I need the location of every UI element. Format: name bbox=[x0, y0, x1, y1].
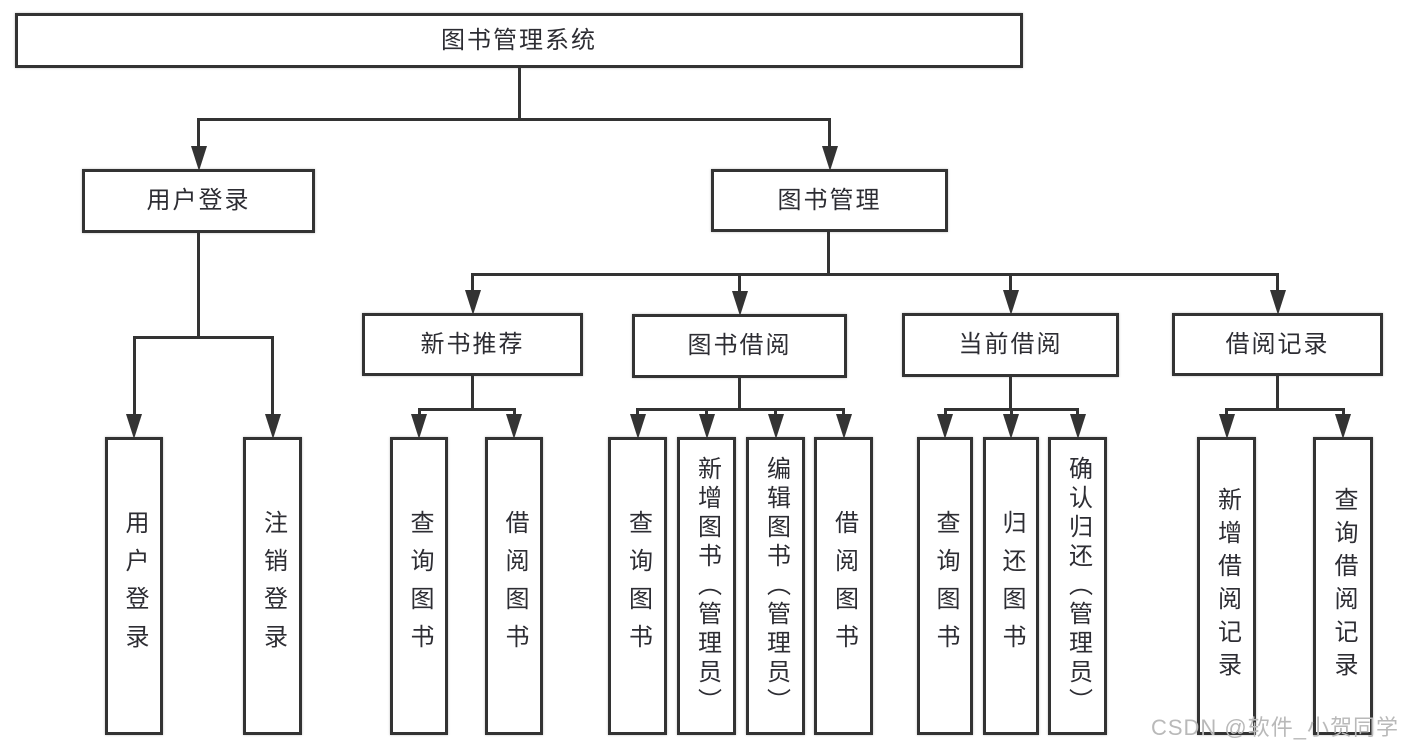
arrow-down-icon bbox=[1003, 414, 1019, 439]
diagram-node-label: 归还图书 bbox=[998, 510, 1025, 662]
arrow-down-icon bbox=[1269, 290, 1286, 315]
arrow-down-icon bbox=[411, 414, 427, 439]
diagram-node-leaf-logout: 注销登录 bbox=[243, 437, 302, 735]
diagram-node-borrow-records: 借阅记录 bbox=[1172, 313, 1383, 376]
diagram-node-label: 查询图书 bbox=[624, 510, 652, 662]
connector-line bbox=[132, 336, 136, 415]
connector-line bbox=[1009, 408, 1013, 415]
connector-line bbox=[197, 232, 200, 339]
diagram-node-label: 查询借阅记录 bbox=[1330, 487, 1357, 685]
diagram-node-leaf-add-book-admin: 新增图书（管理员） bbox=[677, 437, 736, 735]
diagram-node-label: 用户登录 bbox=[121, 510, 148, 662]
diagram-node-leaf-return-book: 归还图书 bbox=[983, 437, 1039, 735]
diagram-node-leaf-query-book-1: 查询图书 bbox=[390, 437, 448, 735]
diagram-node-label: 借阅记录 bbox=[1225, 330, 1330, 358]
connector-line bbox=[738, 273, 741, 292]
arrow-down-icon bbox=[767, 414, 784, 439]
diagram-node-label: 借阅图书 bbox=[501, 510, 528, 662]
connector-line bbox=[826, 231, 830, 276]
diagram-node-book-mgmt: 图书管理 bbox=[711, 169, 948, 232]
connector-line bbox=[417, 408, 421, 415]
watermark: CSDN @软件_小贺同学 bbox=[1150, 715, 1399, 740]
arrow-down-icon bbox=[731, 291, 748, 316]
connector-line bbox=[774, 408, 777, 415]
connector-line bbox=[1076, 408, 1079, 415]
diagram-node-label: 图书借阅 bbox=[687, 332, 792, 359]
arrow-down-icon bbox=[835, 414, 852, 439]
arrow-down-icon bbox=[190, 146, 207, 171]
connector-line bbox=[471, 375, 474, 411]
diagram-node-leaf-borrow-book-2: 借阅图书 bbox=[814, 437, 873, 735]
arrow-down-icon bbox=[1002, 290, 1019, 315]
connector-line bbox=[1225, 408, 1228, 415]
connector-line bbox=[636, 408, 639, 415]
diagram-node-leaf-query-book-2: 查询图书 bbox=[608, 437, 667, 735]
connector-line bbox=[1276, 375, 1279, 411]
connector-line bbox=[517, 67, 521, 121]
diagram-node-label: 新书推荐 bbox=[420, 330, 525, 358]
connector-line bbox=[636, 408, 845, 411]
connector-line bbox=[417, 408, 516, 411]
arrow-down-icon bbox=[821, 146, 838, 171]
diagram-node-leaf-query-book-3: 查询图书 bbox=[917, 437, 973, 735]
connector-line bbox=[271, 336, 274, 415]
arrow-down-icon bbox=[937, 414, 953, 439]
arrow-down-icon bbox=[126, 414, 142, 439]
diagram-node-label: 新增借阅记录 bbox=[1213, 487, 1241, 685]
arrow-down-icon bbox=[629, 414, 646, 439]
connector-line bbox=[512, 408, 516, 415]
connector-line bbox=[1009, 376, 1012, 411]
diagram-node-label: 用户登录 bbox=[146, 187, 251, 214]
diagram-node-user-login: 用户登录 bbox=[82, 169, 315, 233]
diagram-node-book-borrow: 图书借阅 bbox=[632, 314, 847, 378]
connector-line bbox=[1341, 408, 1345, 415]
diagram-node-label: 确认归还（管理员） bbox=[1064, 455, 1092, 717]
connector-line bbox=[197, 118, 200, 147]
arrow-down-icon bbox=[264, 414, 281, 439]
connector-line bbox=[842, 408, 845, 415]
diagram-node-leaf-user-login: 用户登录 bbox=[105, 437, 163, 735]
connector-line bbox=[471, 273, 1279, 276]
diagram-node-new-book-rec: 新书推荐 bbox=[362, 313, 583, 376]
connector-line bbox=[132, 336, 274, 339]
arrow-down-icon bbox=[464, 290, 481, 315]
diagram-node-leaf-query-borrow-record: 查询借阅记录 bbox=[1313, 437, 1373, 735]
connector-line bbox=[197, 118, 831, 121]
arrow-down-icon bbox=[1335, 414, 1351, 439]
arrow-down-icon bbox=[506, 414, 522, 439]
diagram-node-leaf-add-borrow-record: 新增借阅记录 bbox=[1197, 437, 1256, 735]
diagram-node-root: 图书管理系统 bbox=[15, 13, 1023, 68]
connector-line bbox=[828, 118, 831, 147]
connector-line bbox=[1276, 273, 1279, 291]
connector-line bbox=[738, 377, 741, 411]
connector-line bbox=[1225, 408, 1345, 411]
arrow-down-icon bbox=[1069, 414, 1086, 439]
diagram-node-label: 查询图书 bbox=[932, 510, 959, 662]
diagram-node-label: 新增图书（管理员） bbox=[693, 455, 721, 717]
diagram-node-label: 当前借阅 bbox=[958, 331, 1063, 358]
arrow-down-icon bbox=[698, 414, 715, 439]
diagram-node-label: 图书管理系统 bbox=[441, 26, 597, 54]
diagram-node-current-borrow: 当前借阅 bbox=[902, 313, 1119, 377]
connector-line bbox=[943, 408, 947, 415]
connector-line bbox=[705, 408, 708, 415]
diagram-node-leaf-confirm-return-admin: 确认归还（管理员） bbox=[1048, 437, 1107, 735]
diagram-node-label: 借阅图书 bbox=[830, 510, 858, 662]
diagram-node-label: 编辑图书（管理员） bbox=[762, 455, 790, 717]
arrow-down-icon bbox=[1218, 414, 1235, 439]
diagram-node-label: 图书管理 bbox=[777, 186, 882, 214]
diagram-node-label: 查询图书 bbox=[406, 510, 433, 662]
connector-line bbox=[1009, 273, 1012, 291]
connector-line bbox=[471, 273, 474, 291]
diagram-node-leaf-borrow-book-1: 借阅图书 bbox=[485, 437, 543, 735]
diagram-node-leaf-edit-book-admin: 编辑图书（管理员） bbox=[746, 437, 805, 735]
diagram-node-label: 注销登录 bbox=[259, 510, 287, 662]
